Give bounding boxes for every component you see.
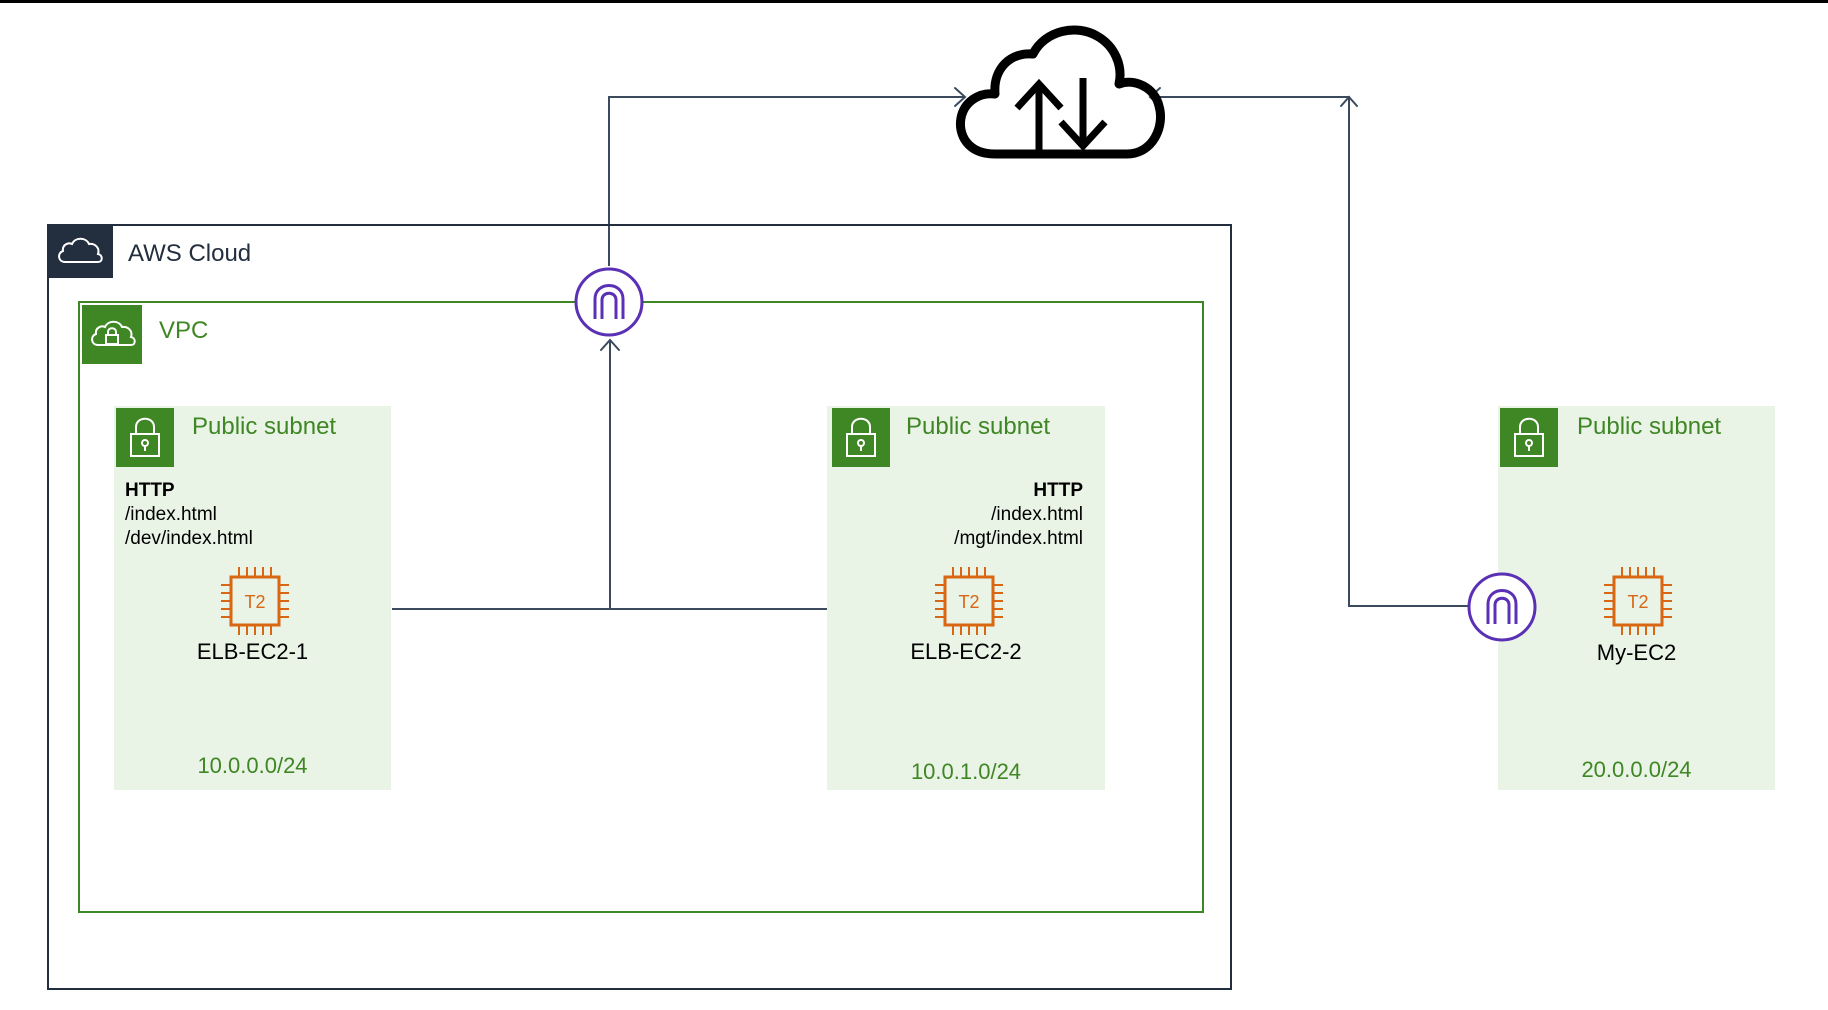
padlock-icon bbox=[846, 417, 876, 457]
instance-type: T2 bbox=[244, 592, 265, 612]
ec2-t2-chip-icon: T2 bbox=[1604, 567, 1672, 635]
subnet-badge bbox=[832, 408, 890, 467]
http-routes: HTTP /index.html /mgt/index.html bbox=[954, 479, 1083, 551]
aws-cloud-label: AWS Cloud bbox=[128, 240, 252, 267]
subnet-cidr: 10.0.1.0/24 bbox=[910, 759, 1022, 784]
subnet-cidr: 10.0.0.0/24 bbox=[197, 753, 308, 778]
instance-type: T2 bbox=[958, 592, 979, 612]
connector-gateway2-to-internet bbox=[1150, 96, 1468, 607]
http-path: /index.html bbox=[991, 504, 1083, 525]
subnet-label: Public subnet bbox=[906, 413, 1051, 440]
http-path: /dev/index.html bbox=[125, 528, 253, 549]
http-header: HTTP bbox=[125, 480, 175, 501]
internet-upload-download-icon bbox=[955, 25, 1165, 159]
http-path: /index.html bbox=[125, 504, 217, 525]
instance-name: ELB-EC2-2 bbox=[910, 639, 1022, 664]
internet-gateway-icon bbox=[1467, 572, 1537, 642]
vpc-badge bbox=[82, 305, 142, 364]
public-subnet-3: Public subnet T2 My-EC2 20.0.0.0/24 bbox=[1498, 406, 1775, 790]
instance-name: My-EC2 bbox=[1596, 640, 1677, 665]
vpc-label: VPC bbox=[159, 317, 209, 344]
public-subnet-2: Public subnet HTTP /index.html /mgt/inde… bbox=[827, 406, 1105, 790]
aws-cloud-group: AWS Cloud bbox=[47, 224, 1232, 990]
ec2-t2-chip-icon: T2 bbox=[221, 567, 289, 635]
http-routes: HTTP /index.html /dev/index.html bbox=[125, 479, 253, 551]
subnet-label: Public subnet bbox=[192, 413, 337, 440]
http-header: HTTP bbox=[1033, 480, 1083, 501]
internet-gateway-icon bbox=[574, 267, 644, 337]
padlock-icon bbox=[1514, 417, 1544, 457]
aws-cloud-badge bbox=[49, 226, 113, 278]
subnet-cidr: 20.0.0.0/24 bbox=[1581, 757, 1692, 782]
connector-gateway-to-internet bbox=[608, 96, 965, 266]
arrowhead-up-right bbox=[1340, 95, 1358, 107]
ec2-t2-chip-icon: T2 bbox=[935, 567, 1003, 635]
public-subnet-1: Public subnet HTTP /index.html /dev/inde… bbox=[114, 406, 391, 790]
http-path: /mgt/index.html bbox=[954, 528, 1083, 549]
arrowhead-up-to-gateway bbox=[600, 338, 620, 351]
cloud-icon bbox=[58, 237, 103, 263]
subnet-badge bbox=[116, 408, 174, 467]
cloud-lock-icon bbox=[91, 320, 136, 346]
top-border-line bbox=[0, 0, 1828, 3]
padlock-icon bbox=[130, 417, 160, 457]
arrowhead-to-internet-left bbox=[954, 87, 967, 107]
instance-type: T2 bbox=[1627, 592, 1648, 612]
instance-name: ELB-EC2-1 bbox=[196, 639, 309, 664]
subnet-badge bbox=[1500, 408, 1558, 467]
subnet-label: Public subnet bbox=[1577, 413, 1722, 440]
